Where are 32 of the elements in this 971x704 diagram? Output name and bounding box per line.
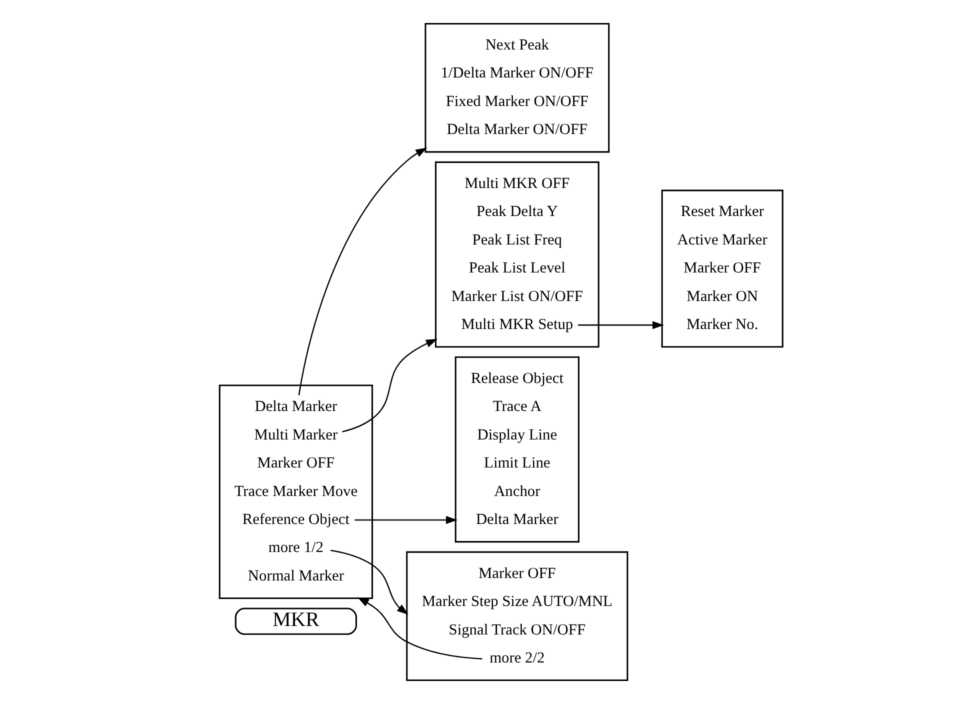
node-text: 1/Delta Marker ON/OFF	[440, 64, 594, 82]
node-text: Marker OFF	[478, 564, 556, 582]
node-text: Anchor	[494, 482, 540, 500]
node-text: Trace A	[492, 398, 542, 416]
node-text: Reference Object	[242, 510, 350, 528]
node-text: Multi MKR Setup	[461, 316, 574, 334]
node-text: Marker OFF	[257, 454, 335, 472]
node-text: Marker Step Size AUTO/MNL	[422, 593, 612, 610]
node-text: Peak List Freq	[472, 231, 562, 248]
node-text: Peak Delta Y	[476, 203, 558, 220]
node-text: Marker No.	[686, 316, 758, 334]
node-text: Active Marker	[677, 231, 768, 248]
node-text: Delta Marker ON/OFF	[446, 121, 588, 138]
node-text: Delta Marker	[476, 510, 558, 528]
node-text: Multi MKR OFF	[464, 174, 570, 192]
node-text: Normal Marker	[248, 567, 344, 584]
node-text: more 1/2	[268, 539, 324, 556]
node-text: Fixed Marker ON/OFF	[446, 92, 588, 110]
node-text: more 2/2	[490, 649, 545, 666]
node-text: Marker OFF	[684, 260, 761, 277]
node-text: Reset Marker	[680, 203, 764, 220]
node-text: Trace Marker Move	[234, 482, 358, 500]
node-text: Display Line	[477, 426, 558, 444]
node-text: Limit Line	[484, 454, 550, 472]
node-text: Multi Marker	[254, 426, 338, 444]
node-text: Next Peak	[485, 36, 549, 54]
node-text: Release Object	[470, 370, 564, 387]
node-text: Delta Marker	[254, 398, 338, 416]
node-text: Peak List Level	[468, 260, 566, 277]
node-text: Marker ON	[686, 288, 758, 305]
node-text: Signal Track ON/OFF	[448, 621, 586, 638]
node-text: Marker List ON/OFF	[451, 288, 583, 305]
